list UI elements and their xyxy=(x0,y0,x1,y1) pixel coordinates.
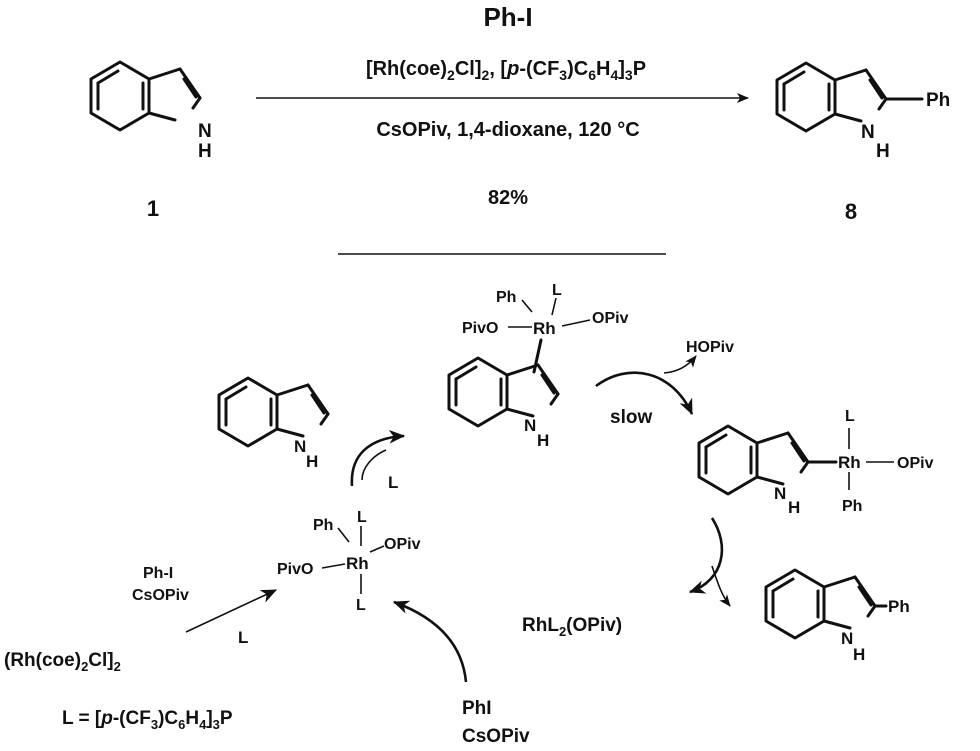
svg-text:L: L xyxy=(356,597,366,614)
svg-text:OPiv: OPiv xyxy=(384,536,421,553)
svg-text:H: H xyxy=(853,645,865,664)
svg-text:PivO: PivO xyxy=(462,320,498,337)
hopiv-label: HOPiv xyxy=(686,339,734,356)
bottom-reagent-csopiv: CsOPiv xyxy=(462,726,530,747)
cmd-arrow xyxy=(595,371,694,416)
conditions-line-1: [Rh(coe)2Cl]2, [p-(CF3)C6H4]3P xyxy=(366,58,646,83)
svg-text:H: H xyxy=(306,452,318,471)
ligand-loss-curve xyxy=(361,449,387,481)
svg-text:Rh: Rh xyxy=(533,319,556,338)
svg-text:N: N xyxy=(774,484,786,503)
svg-text:L: L xyxy=(552,282,562,299)
svg-text:H: H xyxy=(876,141,890,162)
csopiv-label: CsOPiv xyxy=(132,587,189,604)
oxidative-addition-arrow xyxy=(392,600,468,683)
compound-8-label: 8 xyxy=(845,199,857,224)
rh-indol3yl-complex: Ph L PivO Rh OPiv N H xyxy=(447,282,629,450)
svg-text:Rh: Rh xyxy=(838,453,861,472)
compound-1-label: 1 xyxy=(147,196,159,221)
svg-text:H: H xyxy=(788,498,800,517)
released-2-phenylindole: Ph N H xyxy=(764,568,910,664)
svg-text:Ph: Ph xyxy=(313,517,333,534)
svg-text:L: L xyxy=(357,509,367,526)
precursor-label: (Rh(coe)2Cl]2 xyxy=(4,650,121,674)
svg-text:N: N xyxy=(524,416,536,435)
svg-text:L: L xyxy=(845,408,855,425)
reagent-ph-i: Ph-I xyxy=(483,2,532,32)
svg-text:Ph: Ph xyxy=(496,289,516,306)
activation-ligand-label: L xyxy=(238,628,248,647)
yield-label: 82% xyxy=(488,187,528,209)
ligand-loss-label: L xyxy=(388,473,398,492)
svg-text:N: N xyxy=(294,437,306,456)
product-8-structure: Ph N H xyxy=(775,61,950,162)
svg-text:Ph: Ph xyxy=(888,597,910,616)
reductive-elimination-arrow xyxy=(688,517,724,594)
svg-text:Ph: Ph xyxy=(926,90,950,111)
rhl2-opiv-label: RhL2(OPiv) xyxy=(522,615,622,639)
svg-text:H: H xyxy=(198,141,212,162)
indole-substrate: N H xyxy=(217,376,330,471)
svg-text:N: N xyxy=(841,629,853,648)
svg-text:N: N xyxy=(198,121,212,142)
rh-indol2yl-complex: N H Rh L OPiv Ph xyxy=(697,408,934,517)
svg-text:Ph: Ph xyxy=(842,498,862,515)
svg-text:H: H xyxy=(537,431,549,450)
svg-text:PivO: PivO xyxy=(277,561,313,578)
activation-arrow xyxy=(185,589,278,633)
svg-text:Rh: Rh xyxy=(346,554,369,573)
conditions-line-2: CsOPiv, 1,4-dioxane, 120 °C xyxy=(376,119,639,141)
bottom-reagent-phi: PhI xyxy=(462,698,492,719)
product-release-arrow xyxy=(711,565,731,607)
slow-label: slow xyxy=(610,407,652,428)
indole-1-structure: N H xyxy=(89,60,212,162)
hopiv-release-arrow xyxy=(663,355,697,374)
ph-i-label: Ph-I xyxy=(143,565,173,582)
svg-text:N: N xyxy=(861,122,875,143)
indole-coordination-arrow xyxy=(350,429,406,487)
svg-text:OPiv: OPiv xyxy=(592,310,629,327)
svg-text:OPiv: OPiv xyxy=(897,455,934,472)
rh-central-complex: Ph L OPiv PivO Rh L xyxy=(277,509,421,614)
ligand-definition: L = [p-(CF3)C6H4]3P xyxy=(62,708,233,732)
